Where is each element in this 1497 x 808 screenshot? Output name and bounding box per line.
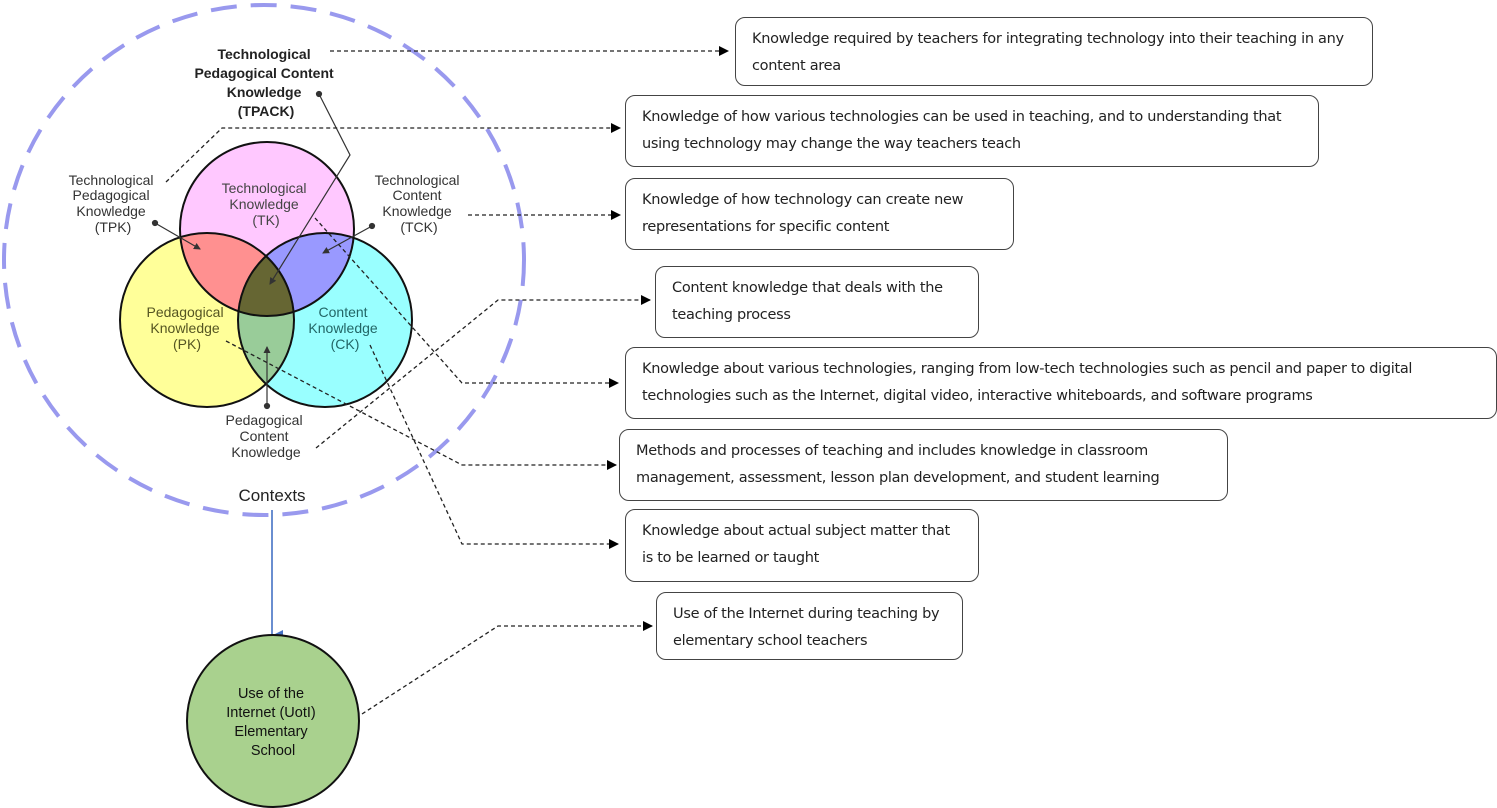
pk-label: Pedagogical Knowledge (PK)	[147, 304, 228, 352]
connector-tpk	[165, 123, 621, 183]
definition-text: Knowledge about actual subject matter th…	[642, 523, 950, 566]
pck-label: Pedagogical Content Knowledge	[226, 412, 307, 460]
connector-ck	[369, 344, 619, 549]
pk-outline	[119, 232, 295, 408]
definition-box-uoti: Use of the Internet during teaching by e…	[656, 592, 963, 660]
definition-box-tk: Knowledge about various technologies, ra…	[625, 347, 1497, 419]
definition-box-tck: Knowledge of how technology can create n…	[625, 178, 1014, 250]
ck-label: Content Knowledge (CK)	[308, 304, 381, 352]
definition-text: Knowledge about various technologies, ra…	[642, 361, 1413, 404]
definition-text: Methods and processes of teaching and in…	[636, 443, 1160, 486]
definition-box-ck: Knowledge about actual subject matter th…	[625, 509, 979, 582]
connector-pk	[225, 340, 617, 470]
connector-uoti	[361, 621, 653, 715]
tpk-label: Technological Pedagogical Knowledge (TPK…	[69, 172, 158, 235]
uoti-label: Use of the Internet (UotI) Elementary Sc…	[226, 686, 319, 759]
contexts-label: Contexts	[238, 486, 305, 505]
connector-tk	[314, 217, 619, 388]
ck-outline	[237, 232, 413, 408]
definition-text: Content knowledge that deals with the te…	[672, 280, 943, 323]
definition-box-tpack: Knowledge required by teachers for integ…	[735, 17, 1373, 86]
definition-box-pk: Methods and processes of teaching and in…	[619, 429, 1228, 501]
contexts-ring	[2, 3, 526, 517]
definition-box-tpk: Knowledge of how various technologies ca…	[625, 95, 1319, 167]
definition-text: Use of the Internet during teaching by e…	[673, 606, 940, 649]
tck-pointer-line	[322, 225, 373, 254]
definition-text: Knowledge required by teachers for integ…	[752, 31, 1344, 74]
tck-label: Technological Content Knowledge (TCK)	[375, 172, 464, 235]
tpk-pointer-line	[154, 222, 201, 250]
tpack-label: Technological Pedagogical Content Knowle…	[194, 46, 337, 119]
definition-text: Knowledge of how various technologies ca…	[642, 109, 1282, 152]
definition-box-pck: Content knowledge that deals with the te…	[655, 266, 979, 338]
connector-pck	[315, 295, 651, 449]
definition-text: Knowledge of how technology can create n…	[642, 192, 964, 235]
uoti-circle	[186, 634, 360, 808]
tk-label: Technological Knowledge (TK)	[222, 180, 311, 228]
tpack-pointer-line	[269, 93, 351, 285]
tk-outline	[179, 141, 355, 317]
